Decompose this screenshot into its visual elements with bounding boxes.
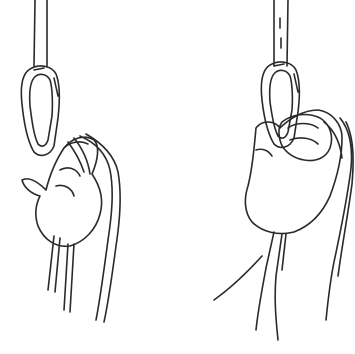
left-panel (21, 0, 120, 322)
carabiner-icon (21, 66, 59, 155)
anchor-rope (34, 0, 47, 66)
rope-strands (214, 118, 353, 340)
hand-icon (245, 110, 342, 234)
carabiner-icon (261, 62, 299, 147)
hand-icon (22, 137, 102, 246)
right-panel (214, 0, 353, 340)
rope-strands (48, 134, 120, 322)
anchor-rope (274, 0, 288, 66)
